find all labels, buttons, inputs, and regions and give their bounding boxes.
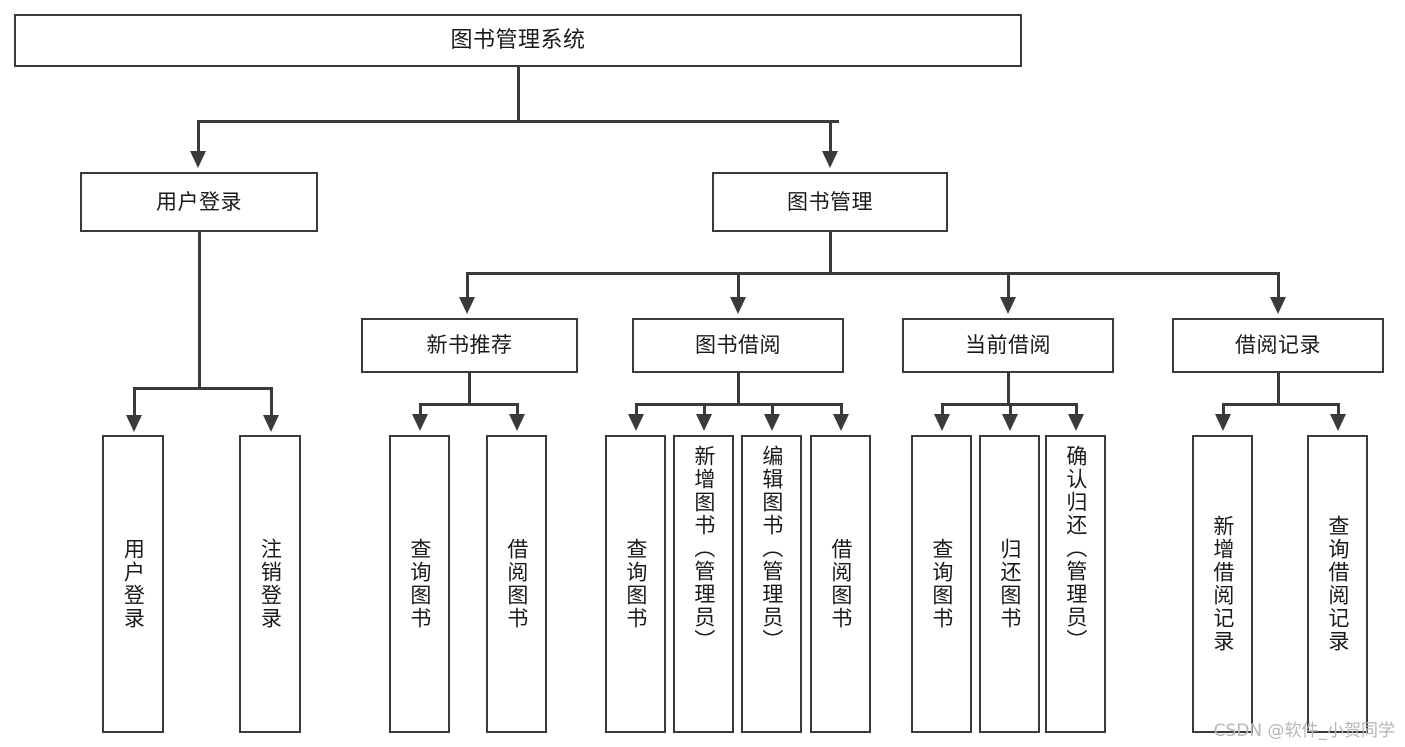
- arrowhead-current-borrow-leaf-2: [1002, 414, 1018, 431]
- node-current-borrow[interactable]: 当前借阅: [902, 318, 1114, 373]
- edge-current-borrow-to-leaf-2: [1009, 403, 1012, 417]
- edge-borrow-record-to-leaf-1: [1222, 403, 1225, 417]
- leaf-query-book-current[interactable]: 查询图书: [911, 435, 972, 733]
- edge-book-mgmt-stem: [829, 232, 832, 272]
- arrowhead-user-login: [190, 151, 206, 168]
- edge-borrow-record-stem: [1277, 373, 1280, 403]
- arrowhead-user-login-leaf-1: [126, 415, 142, 432]
- node-label: 借阅记录: [1235, 333, 1321, 358]
- edge-user-login-bus: [133, 387, 273, 390]
- node-label: 查询借阅记录: [1325, 515, 1350, 653]
- leaf-confirm-return-admin[interactable]: 确认归还（管理员）: [1045, 435, 1106, 733]
- edge-book-borrow-bus: [635, 403, 843, 406]
- edge-user-login-stem: [198, 232, 201, 387]
- edge-borrow-record-to-leaf-2: [1337, 403, 1340, 417]
- edge-new-book-bus: [419, 403, 519, 406]
- node-label: 借阅图书: [504, 538, 529, 630]
- edge-book-mgmt-bus: [466, 272, 1280, 275]
- edge-user-login-to-leaf-1: [133, 387, 136, 418]
- leaf-logout[interactable]: 注销登录: [239, 435, 301, 733]
- leaf-add-borrow-record[interactable]: 新增借阅记录: [1192, 435, 1253, 733]
- edge-book-borrow-to-leaf-1: [635, 403, 638, 417]
- arrowhead-current-borrow-leaf-1: [934, 414, 950, 431]
- node-new-book-recommend[interactable]: 新书推荐: [361, 318, 578, 373]
- arrowhead-book-borrow-leaf-4: [833, 414, 849, 431]
- watermark-text: CSDN @软件_小贺同学: [1213, 721, 1395, 741]
- edge-new-book-to-leaf-2: [516, 403, 519, 417]
- leaf-edit-book-admin[interactable]: 编辑图书（管理员）: [741, 435, 802, 733]
- node-label: 查询图书: [929, 538, 954, 630]
- leaf-query-book-recommend[interactable]: 查询图书: [389, 435, 450, 733]
- leaf-user-login[interactable]: 用户登录: [102, 435, 164, 733]
- node-root-system[interactable]: 图书管理系统: [14, 14, 1022, 67]
- node-label: 图书管理系统: [450, 27, 586, 53]
- node-label: 查询图书: [623, 538, 648, 630]
- edge-current-borrow-to-leaf-1: [941, 403, 944, 417]
- arrowhead-borrow-record-leaf-2: [1330, 414, 1346, 431]
- node-label: 查询图书: [407, 538, 432, 630]
- node-book-management[interactable]: 图书管理: [712, 172, 948, 232]
- node-borrow-record[interactable]: 借阅记录: [1172, 318, 1384, 373]
- edge-book-mgmt-to-l2-3: [1007, 272, 1010, 300]
- arrowhead-new-book-leaf-1: [412, 414, 428, 431]
- edge-book-mgmt-to-l2-4: [1277, 272, 1280, 300]
- arrowhead-borrow-record-leaf-1: [1215, 414, 1231, 431]
- edge-book-mgmt-to-l2-1: [466, 272, 469, 300]
- arrowhead-current-borrow-leaf-3: [1068, 414, 1084, 431]
- arrowhead-book-mgmt: [822, 151, 838, 168]
- node-label: 编辑图书（管理员）: [759, 445, 784, 652]
- arrowhead-user-login-leaf-2: [263, 415, 279, 432]
- edge-borrow-record-bus: [1222, 403, 1340, 406]
- edge-new-book-to-leaf-1: [419, 403, 422, 417]
- arrowhead-l2-2: [730, 297, 746, 314]
- edge-user-login-to-leaf-2: [270, 387, 273, 418]
- edge-root-stem: [517, 67, 520, 120]
- node-label: 新增借阅记录: [1210, 515, 1235, 653]
- node-book-borrow[interactable]: 图书借阅: [632, 318, 844, 373]
- node-label: 借阅图书: [828, 538, 853, 630]
- node-label: 归还图书: [997, 538, 1022, 630]
- edge-book-borrow-stem: [737, 373, 740, 403]
- edge-book-borrow-to-leaf-2: [703, 403, 706, 417]
- leaf-return-book[interactable]: 归还图书: [979, 435, 1040, 733]
- arrowhead-book-borrow-leaf-1: [628, 414, 644, 431]
- arrowhead-book-borrow-leaf-2: [696, 414, 712, 431]
- leaf-add-book-admin[interactable]: 新增图书（管理员）: [673, 435, 734, 733]
- leaf-query-borrow-record[interactable]: 查询借阅记录: [1307, 435, 1368, 733]
- arrowhead-book-borrow-leaf-3: [764, 414, 780, 431]
- edge-root-to-user-login: [197, 120, 200, 153]
- node-label: 新书推荐: [426, 333, 513, 358]
- arrowhead-l2-1: [459, 297, 475, 314]
- node-label: 图书管理: [787, 189, 873, 214]
- arrowhead-new-book-leaf-2: [509, 414, 525, 431]
- leaf-borrow-book[interactable]: 借阅图书: [810, 435, 871, 733]
- edge-new-book-stem: [468, 373, 471, 403]
- node-label: 当前借阅: [965, 333, 1051, 358]
- edge-book-borrow-to-leaf-4: [840, 403, 843, 417]
- edge-root-bus: [197, 120, 839, 123]
- node-label: 新增图书（管理员）: [691, 445, 716, 652]
- node-user-login[interactable]: 用户登录: [80, 172, 318, 232]
- edge-book-mgmt-to-l2-2: [737, 272, 740, 300]
- arrowhead-l2-4: [1270, 297, 1286, 314]
- arrowhead-l2-3: [1000, 297, 1016, 314]
- node-label: 图书借阅: [695, 333, 781, 358]
- edge-book-borrow-to-leaf-3: [771, 403, 774, 417]
- node-label: 用户登录: [121, 538, 146, 630]
- node-label: 用户登录: [156, 189, 242, 214]
- edge-root-to-book-mgmt: [829, 120, 832, 153]
- node-label: 确认归还（管理员）: [1063, 445, 1088, 652]
- node-label: 注销登录: [258, 538, 283, 630]
- edge-current-borrow-to-leaf-3: [1075, 403, 1078, 417]
- leaf-query-book-borrow[interactable]: 查询图书: [605, 435, 666, 733]
- edge-current-borrow-stem: [1007, 373, 1010, 403]
- leaf-borrow-book-recommend[interactable]: 借阅图书: [486, 435, 547, 733]
